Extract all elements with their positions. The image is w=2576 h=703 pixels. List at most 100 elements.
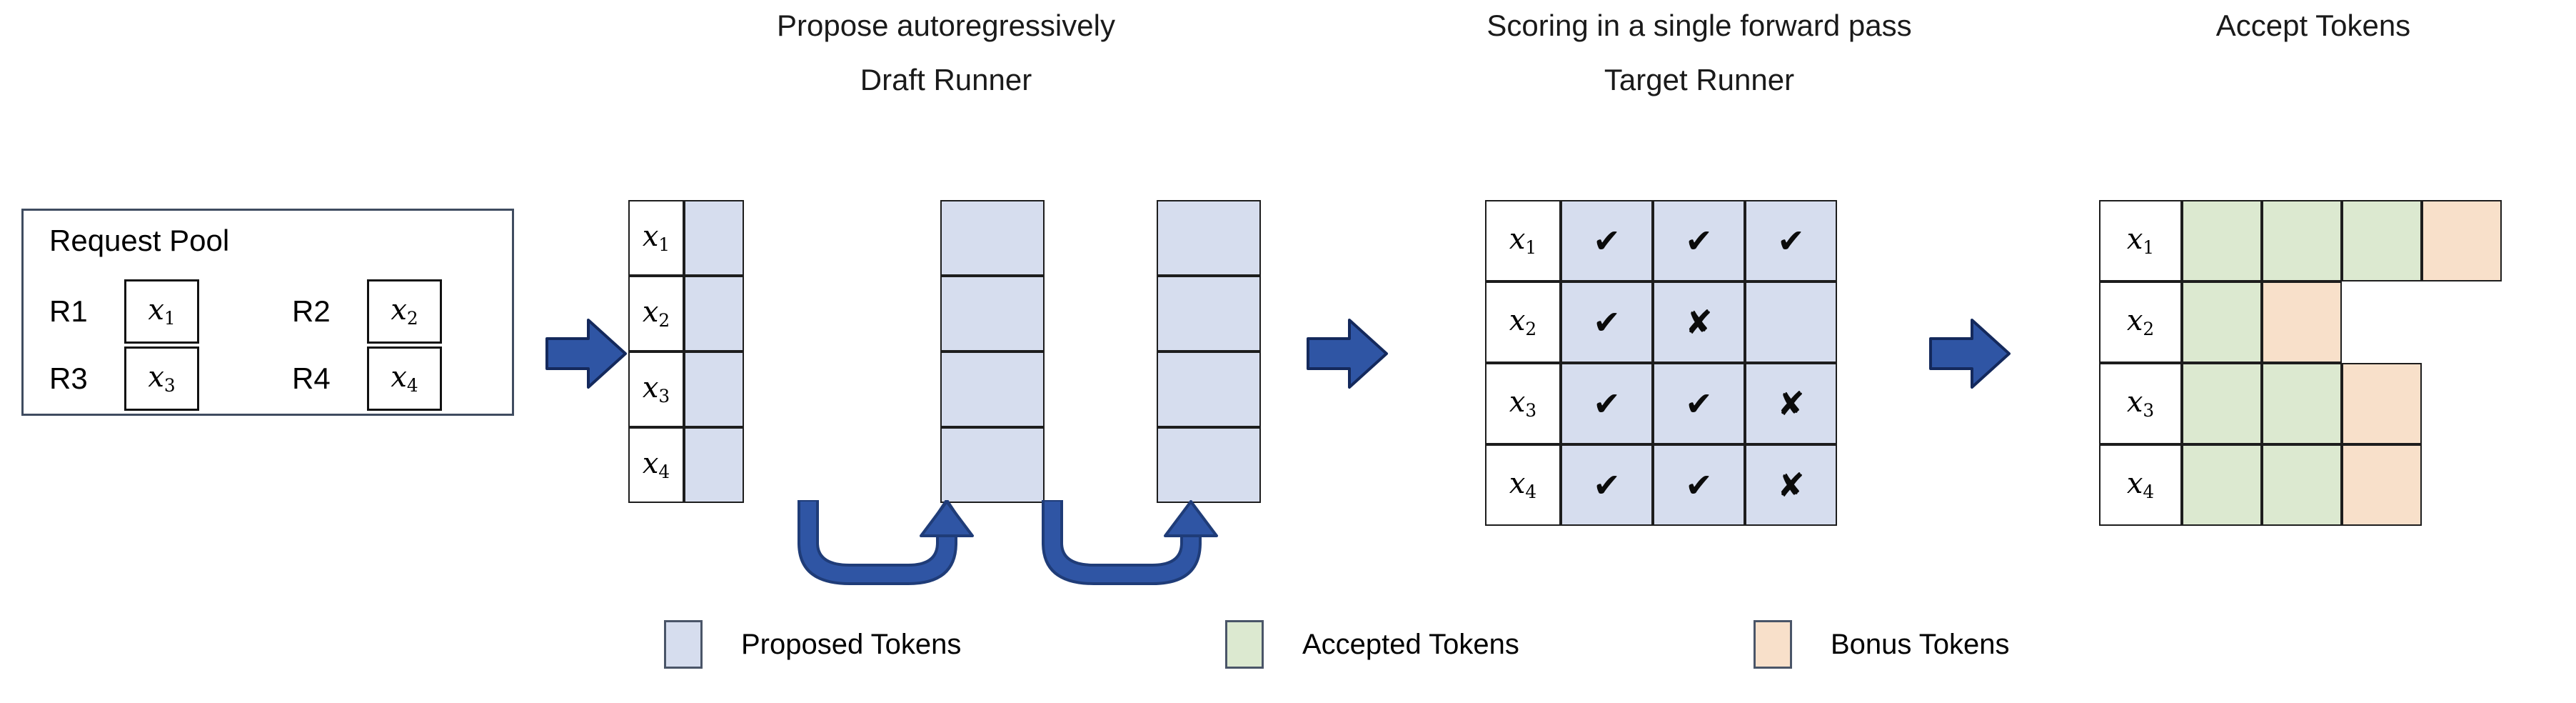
target-row: x2 ✔ ✘ <box>1485 281 1837 363</box>
row-label-cell: x1 <box>2099 200 2182 281</box>
row-label-cell: x1 <box>628 200 684 276</box>
accepted-token-cell[interactable] <box>2342 200 2422 281</box>
draft-row: x1 <box>628 200 744 276</box>
heading-scoring-single-forward-pass: Scoring in a single forward pass <box>1486 9 1912 42</box>
bonus-token-cell[interactable] <box>2262 281 2342 363</box>
row-label-cell: x3 <box>2099 363 2182 444</box>
check-icon: ✔ <box>1685 467 1713 504</box>
cross-icon: ✘ <box>1777 385 1805 422</box>
draft-cell[interactable] <box>1157 276 1261 352</box>
draft-cell[interactable] <box>684 352 744 427</box>
heading-target-runner: Target Runner <box>1604 63 1795 96</box>
request-item-r4[interactable]: R4 x4 <box>292 346 442 411</box>
accepted-token-cell[interactable] <box>2182 281 2262 363</box>
score-cell-check[interactable]: ✔ <box>1653 444 1745 526</box>
draft-cell[interactable] <box>940 276 1045 352</box>
bonus-token-cell[interactable] <box>2422 200 2502 281</box>
accept-tokens-grid: x1 x2 x3 x4 <box>2099 200 2502 526</box>
score-cell-check[interactable]: ✔ <box>1653 363 1745 444</box>
request-item-r2[interactable]: R2 x2 <box>292 279 442 344</box>
token-value: x4 <box>2126 467 2155 502</box>
draft-cell[interactable] <box>940 427 1045 503</box>
check-icon: ✔ <box>1777 222 1805 259</box>
row-label-cell: x2 <box>2099 281 2182 363</box>
legend-item-bonus-tokens: Bonus Tokens <box>1754 620 2010 669</box>
empty-cell <box>2422 363 2502 444</box>
request-token-box: x2 <box>367 279 442 344</box>
score-cell-cross[interactable]: ✘ <box>1745 363 1837 444</box>
request-token-box: x1 <box>124 279 199 344</box>
heading-draft-runner: Draft Runner <box>860 63 1032 96</box>
heading-accept-tokens: Accept Tokens <box>2215 9 2411 42</box>
request-pool-panel: Request Pool R1 x1 R2 x2 R3 x3 R4 x4 <box>21 209 514 416</box>
token-value: x1 <box>2126 222 2155 258</box>
token-value: x1 <box>148 293 176 329</box>
score-cell-cross[interactable]: ✘ <box>1653 281 1745 363</box>
row-label-cell: x1 <box>1485 200 1561 281</box>
token-value: x4 <box>391 360 418 396</box>
target-runner-grid: x1 ✔ ✔ ✔ x2 ✔ ✘ x3 ✔ ✔ ✘ x4 <box>1485 200 1837 526</box>
score-cell-check[interactable]: ✔ <box>1561 200 1653 281</box>
draft-runner-step2-column <box>940 200 1045 503</box>
accepted-token-cell[interactable] <box>2262 200 2342 281</box>
target-row: x1 ✔ ✔ ✔ <box>1485 200 1837 281</box>
score-cell-check[interactable]: ✔ <box>1745 200 1837 281</box>
legend-swatch-proposed <box>664 620 703 669</box>
legend-swatch-accepted <box>1225 620 1264 669</box>
check-icon: ✔ <box>1593 222 1621 259</box>
score-cell-check[interactable]: ✔ <box>1653 200 1745 281</box>
draft-cell[interactable] <box>1157 200 1261 276</box>
token-value: x3 <box>148 360 176 396</box>
token-value: x4 <box>642 447 670 482</box>
row-label-cell: x4 <box>628 427 684 503</box>
draft-cell[interactable] <box>1157 352 1261 427</box>
request-token-box: x4 <box>367 346 442 411</box>
score-cell-check[interactable]: ✔ <box>1561 281 1653 363</box>
score-cell-check[interactable]: ✔ <box>1561 363 1653 444</box>
draft-runner-step3-column <box>1157 200 1261 503</box>
heading-propose-autoregressively: Propose autoregressively <box>777 9 1115 42</box>
request-token-box: x3 <box>124 346 199 411</box>
draft-cell[interactable] <box>940 200 1045 276</box>
draft-cell[interactable] <box>684 200 744 276</box>
draft-cell[interactable] <box>1157 427 1261 503</box>
legend-item-proposed-tokens: Proposed Tokens <box>664 620 961 669</box>
request-item-r3[interactable]: R3 x3 <box>49 346 199 411</box>
draft-row: x4 <box>628 427 744 503</box>
row-label-cell: x4 <box>2099 444 2182 526</box>
row-label-cell: x2 <box>628 276 684 352</box>
empty-cell <box>2422 444 2502 526</box>
request-item-r1[interactable]: R1 x1 <box>49 279 199 344</box>
accepted-token-cell[interactable] <box>2262 363 2342 444</box>
flow-arrow-pool-to-draft <box>544 314 630 393</box>
check-icon: ✔ <box>1593 304 1621 341</box>
empty-cell <box>2422 281 2502 363</box>
check-icon: ✔ <box>1685 385 1713 422</box>
request-label: R3 <box>49 362 88 395</box>
token-value: x1 <box>1509 222 1537 258</box>
score-cell-check[interactable]: ✔ <box>1561 444 1653 526</box>
bonus-token-cell[interactable] <box>2342 363 2422 444</box>
accepted-token-cell[interactable] <box>2262 444 2342 526</box>
accepted-token-cell[interactable] <box>2182 200 2262 281</box>
score-cell-blank[interactable] <box>1745 281 1837 363</box>
request-pool-title: Request Pool <box>49 224 230 257</box>
check-icon: ✔ <box>1685 222 1713 259</box>
draft-cell[interactable] <box>684 276 744 352</box>
cross-icon: ✘ <box>1685 304 1713 341</box>
draft-cell[interactable] <box>940 352 1045 427</box>
token-value: x2 <box>391 293 418 329</box>
token-value: x2 <box>2126 304 2155 339</box>
empty-cell <box>2342 281 2422 363</box>
draft-row: x2 <box>628 276 744 352</box>
accepted-token-cell[interactable] <box>2182 363 2262 444</box>
check-icon: ✔ <box>1593 385 1621 422</box>
check-icon: ✔ <box>1593 467 1621 504</box>
accepted-token-cell[interactable] <box>2182 444 2262 526</box>
row-label-cell: x3 <box>628 352 684 427</box>
score-cell-cross[interactable]: ✘ <box>1745 444 1837 526</box>
row-label-cell: x4 <box>1485 444 1561 526</box>
accept-row: x2 <box>2099 281 2502 363</box>
bonus-token-cell[interactable] <box>2342 444 2422 526</box>
draft-cell[interactable] <box>684 427 744 503</box>
